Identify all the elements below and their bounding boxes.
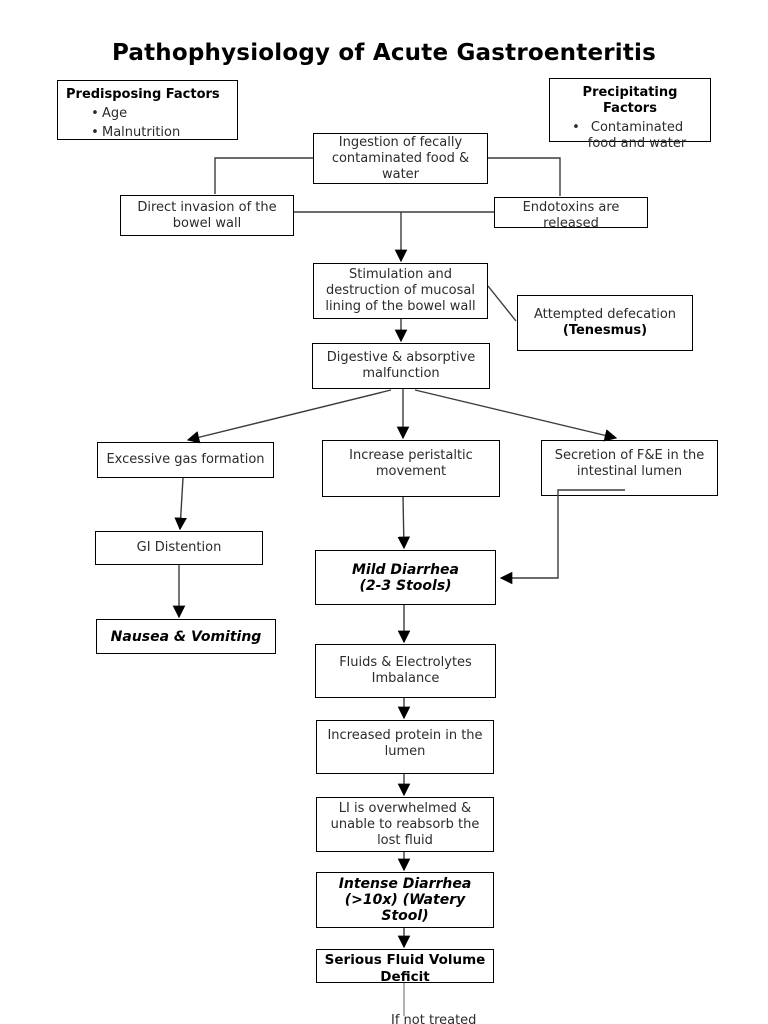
node-stimulation: Stimulation and destruction of mucosal l… <box>313 263 488 319</box>
tail-note: If not treated <box>391 1013 477 1024</box>
node-secretion-fe: Secretion of F&E in the intestinal lumen <box>541 440 718 496</box>
precipitating-title: Precipitating Factors <box>582 85 678 116</box>
edge-excessive-to-gi <box>174 477 187 531</box>
bullet-item: • Age <box>88 106 229 122</box>
node-precipitating-factors: Precipitating Factors • Contaminated foo… <box>549 78 711 151</box>
node-attempted-defecation: Attempted defecation (Tenesmus) <box>517 295 693 351</box>
node-serious-fluid-deficit: Serious Fluid Volume Deficit <box>316 949 494 983</box>
node-excessive-gas: Excessive gas formation <box>97 442 274 478</box>
node-intense-diarrhea: Intense Diarrhea (>10x) (Watery Stool) <box>316 872 494 928</box>
node-mild-diarrhea: Mild Diarrhea (2-3 Stools) <box>315 550 496 605</box>
node-li-overwhelmed: LI is overwhelmed & unable to reabsorb t… <box>316 797 494 852</box>
page-title: Pathophysiology of Acute Gastroenteritis <box>111 40 657 66</box>
edge-digestive-to-secretion <box>414 389 618 442</box>
node-increase-peristaltic: Increase peristaltic movement <box>322 440 500 497</box>
predisposing-title: Predisposing Factors <box>66 87 220 102</box>
node-ingestion: Ingestion of fecally contaminated food &… <box>313 133 488 184</box>
bullet-icon: • <box>572 120 580 135</box>
node-digestive-malfunction: Digestive & absorptive malfunction <box>312 343 490 389</box>
edge-peristaltic-to-mild <box>397 496 411 550</box>
node-direct-invasion: Direct invasion of the bowel wall <box>120 195 294 236</box>
bullet-icon: • <box>91 125 99 140</box>
bullet-icon: • <box>91 106 99 121</box>
node-increased-protein: Increased protein in the lumen <box>316 720 494 774</box>
node-predisposing-factors: Predisposing Factors • Age • Malnutritio… <box>57 80 238 140</box>
node-fluids-electrolytes: Fluids & Electrolytes Imbalance <box>315 644 496 698</box>
bullet-item: • Malnutrition <box>88 125 229 141</box>
node-gi-distention: GI Distention <box>95 531 263 565</box>
edge-ingestion-to-endotoxins <box>488 157 561 196</box>
bullet-item: • Contaminated food and water <box>558 120 702 152</box>
edge-stimulation-to-defecation <box>487 285 517 322</box>
node-nausea-vomiting: Nausea & Vomiting <box>96 619 276 654</box>
edge-secretion-to-mild <box>499 489 625 585</box>
edge-digestive-to-excessive-gas <box>186 389 392 444</box>
node-endotoxins: Endotoxins are released <box>494 197 648 228</box>
edge-ingestion-to-direct-invasion <box>214 157 313 194</box>
